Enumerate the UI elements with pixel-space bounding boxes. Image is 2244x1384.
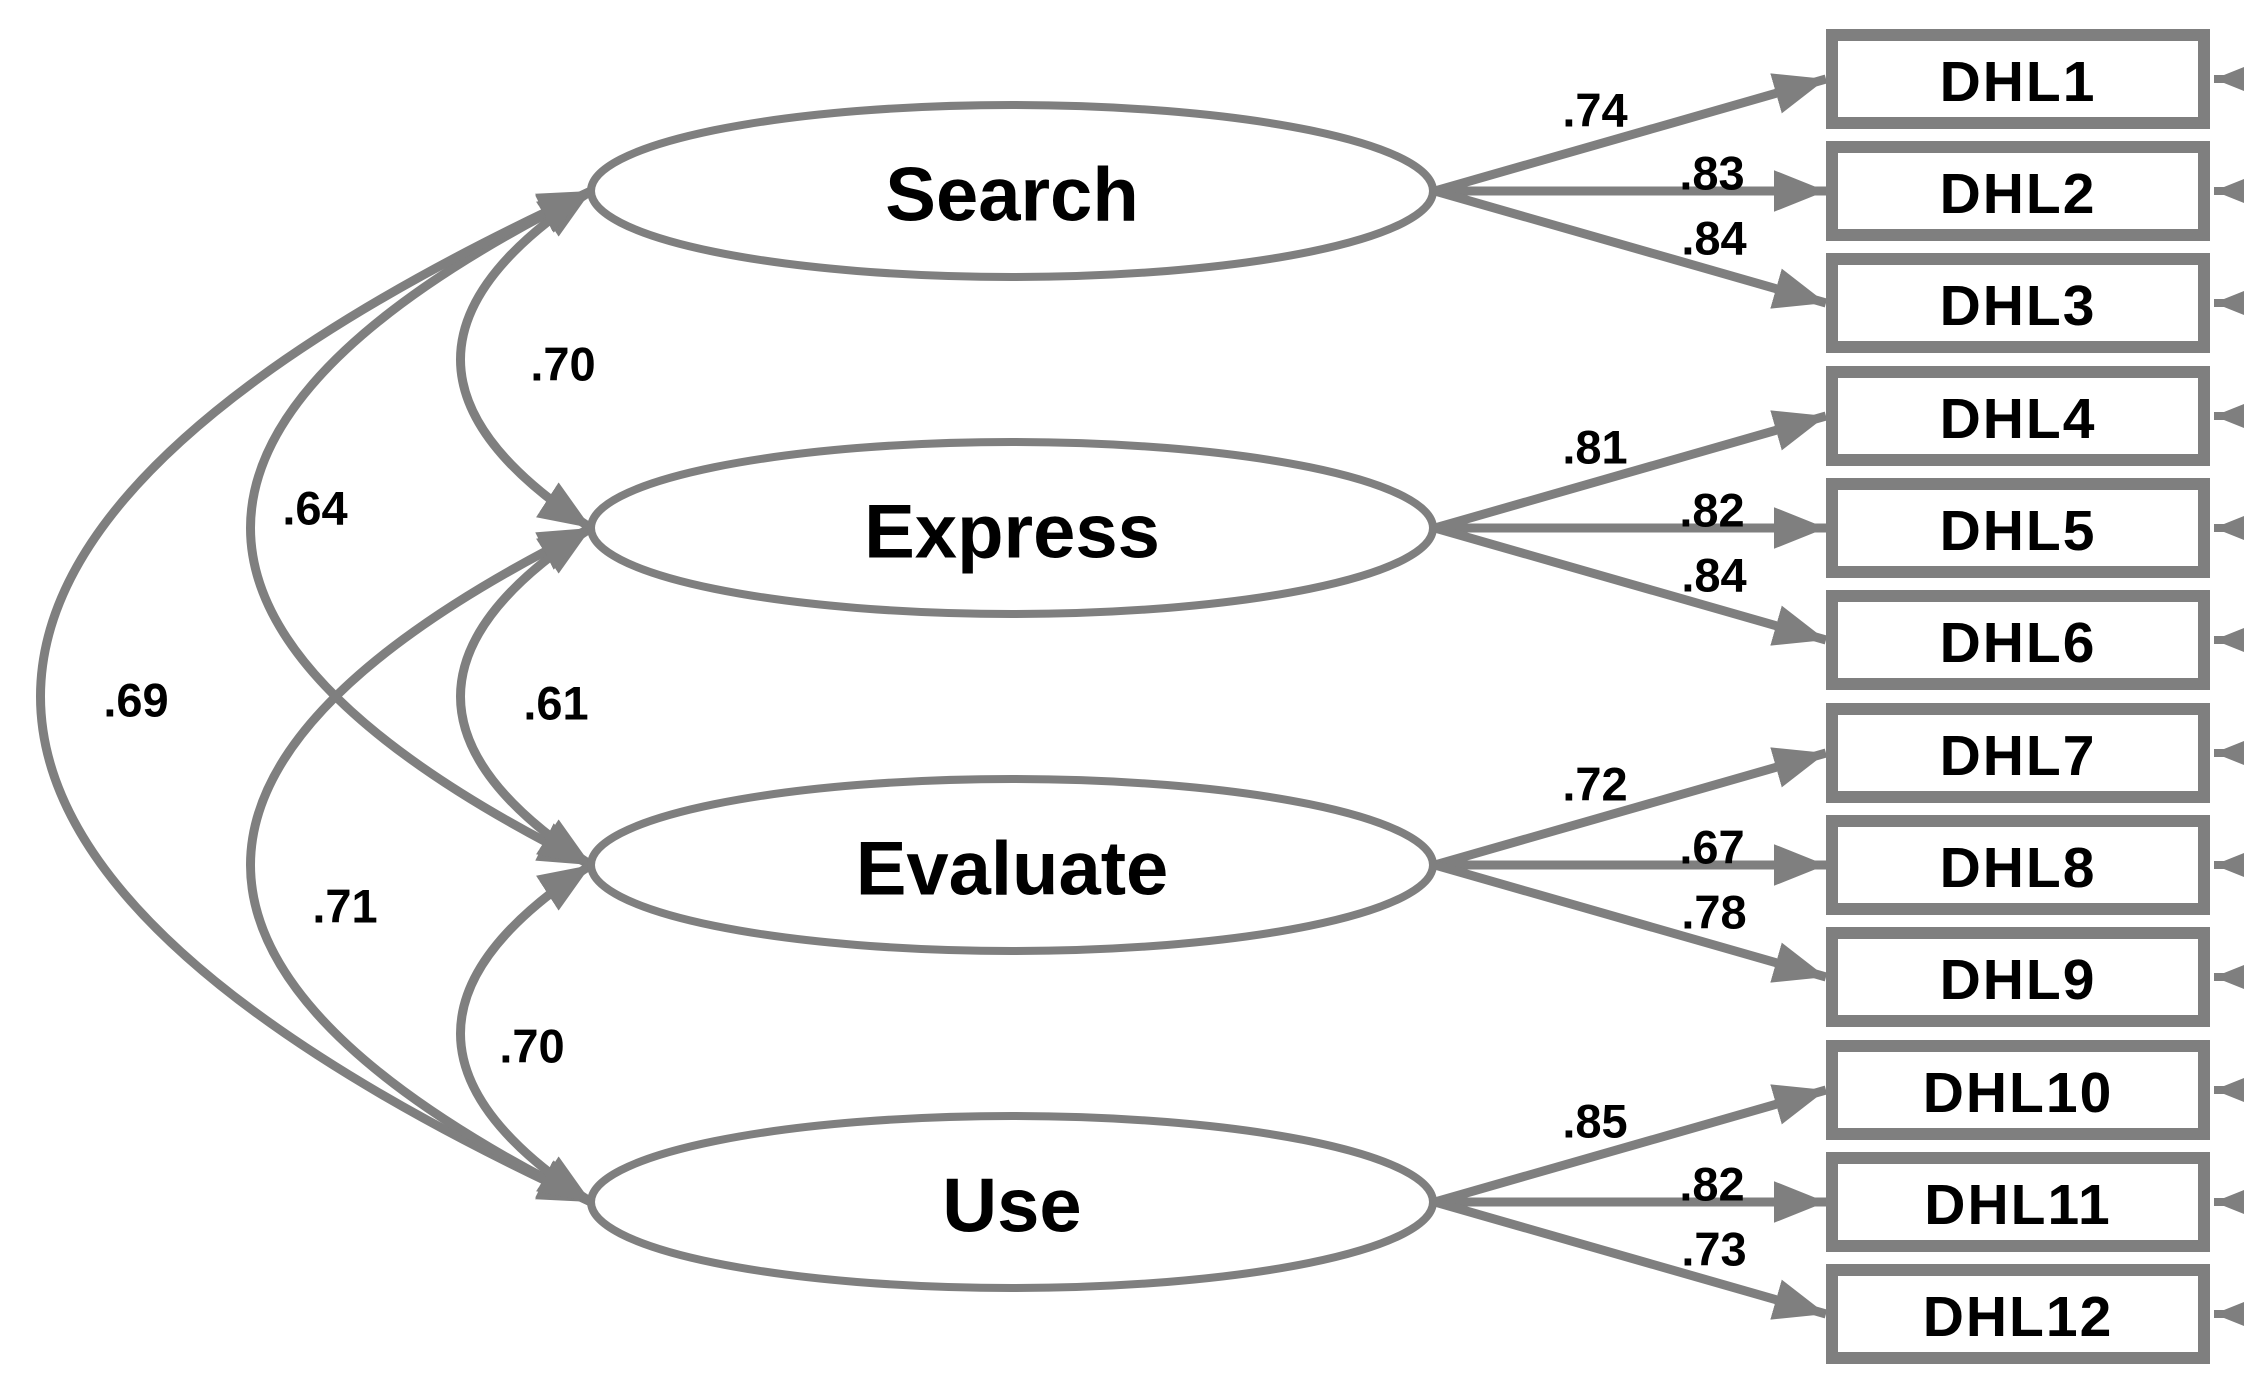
loading-label-dhl10: .85 (1562, 1095, 1627, 1148)
loading-arrow-express-dhl6 (1433, 523, 1828, 646)
loading-label-dhl2: .83 (1679, 147, 1744, 200)
loading-label-dhl8: .67 (1679, 821, 1744, 874)
latent-label-search: Search (885, 153, 1139, 238)
indicator-box-dhl10 (1826, 1040, 2210, 1140)
loading-label-dhl6: .84 (1681, 549, 1746, 602)
indicator-label-dhl11: DHL11 (1924, 1173, 2111, 1237)
indicator-label-dhl7: DHL7 (1940, 724, 2097, 788)
indicator-label-dhl9: DHL9 (1940, 948, 2097, 1012)
latent-ellipse-express (587, 438, 1437, 618)
loading-arrow-search-dhl3 (1433, 186, 1828, 309)
indicator-box-dhl12 (1826, 1264, 2210, 1364)
loading-label-dhl3: .84 (1681, 212, 1746, 265)
loading-label-dhl12: .73 (1681, 1223, 1746, 1276)
indicator-label-dhl3: DHL3 (1940, 274, 2097, 338)
loading-label-dhl9: .78 (1681, 886, 1746, 939)
covariance-arc (36, 186, 593, 1207)
covariance-label: .70 (530, 338, 595, 391)
indicator-label-dhl10: DHL10 (1923, 1061, 2114, 1125)
indicator-label-dhl8: DHL8 (1940, 836, 2097, 900)
covariance-label: .61 (523, 677, 588, 730)
covariance-arc (456, 524, 594, 869)
indicator-box-dhl8 (1826, 815, 2210, 915)
covariance-label: .69 (103, 674, 168, 727)
loading-arrow-express-dhl4 (1433, 410, 1828, 533)
indicator-label-dhl2: DHL2 (1940, 162, 2097, 226)
indicator-box-dhl4 (1826, 366, 2210, 466)
loading-label-dhl11: .82 (1679, 1158, 1744, 1211)
covariance-label: .71 (312, 880, 377, 933)
indicator-label-dhl4: DHL4 (1940, 387, 2097, 451)
covariance-arc (456, 187, 594, 532)
covariance-label: .70 (499, 1020, 564, 1073)
indicator-label-dhl1: DHL1 (1940, 50, 2097, 114)
loading-arrow-search-dhl1 (1433, 73, 1828, 196)
latent-ellipse-evaluate (587, 775, 1437, 955)
covariance-arc (246, 523, 593, 1207)
indicator-label-dhl5: DHL5 (1940, 499, 2097, 563)
indicator-box-dhl2 (1826, 141, 2210, 241)
indicator-box-dhl3 (1826, 253, 2210, 353)
indicator-box-dhl9 (1826, 927, 2210, 1027)
loading-label-dhl5: .82 (1679, 484, 1744, 537)
loading-arrow-evaluate-dhl9 (1433, 860, 1828, 983)
loading-arrow-use-dhl10 (1433, 1084, 1828, 1207)
indicator-box-dhl11 (1826, 1152, 2210, 1252)
latent-label-use: Use (942, 1164, 1081, 1249)
covariance-label: .64 (282, 482, 347, 535)
loading-label-dhl4: .81 (1562, 421, 1627, 474)
loading-arrow-evaluate-dhl7 (1433, 747, 1828, 870)
covariance-arc (246, 186, 593, 870)
loading-label-dhl1: .74 (1562, 84, 1627, 137)
indicator-label-dhl12: DHL12 (1923, 1285, 2114, 1349)
indicator-box-dhl6 (1826, 590, 2210, 690)
latent-ellipse-use (587, 1112, 1437, 1292)
latent-ellipse-search (587, 101, 1437, 281)
indicator-box-dhl1 (1826, 29, 2210, 129)
latent-label-evaluate: Evaluate (856, 827, 1169, 912)
loading-label-dhl7: .72 (1562, 758, 1627, 811)
indicator-box-dhl5 (1826, 478, 2210, 578)
indicator-label-dhl6: DHL6 (1940, 611, 2097, 675)
indicator-box-dhl7 (1826, 703, 2210, 803)
loading-arrow-use-dhl12 (1433, 1197, 1828, 1320)
covariance-arc (456, 861, 594, 1206)
latent-label-express: Express (864, 490, 1160, 575)
